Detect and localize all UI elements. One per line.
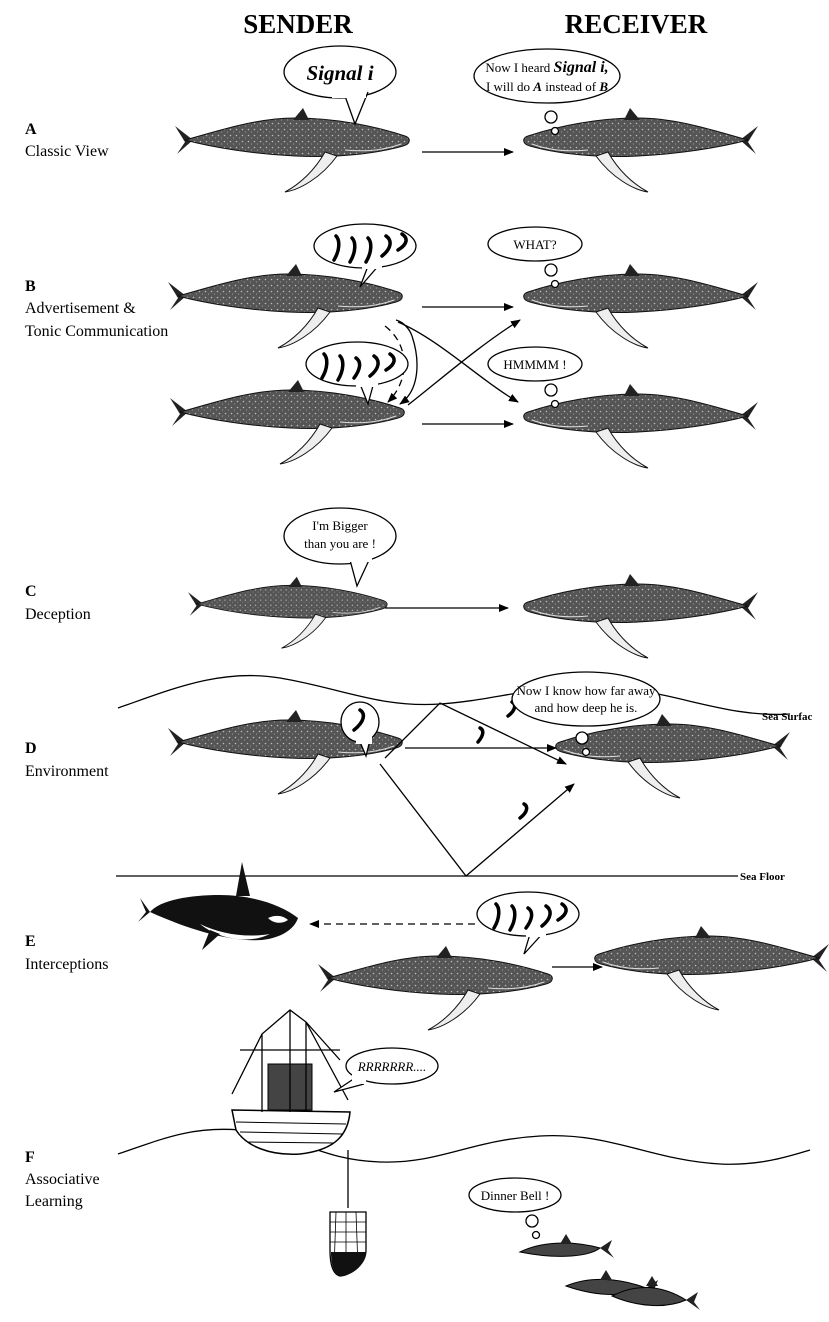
panel-b: B Advertisement & Tonic Communication WH… — [25, 224, 758, 468]
receiver-thought-bubble-1: WHAT? — [488, 227, 582, 288]
panel-a-letter: A — [25, 121, 37, 138]
panel-b-letter: B — [25, 278, 36, 295]
svg-text:I will do A instead of B: I will do A instead of B — [486, 79, 608, 94]
deception-speech-bubble: I'm Bigger than you are ! — [284, 508, 396, 586]
sender-song-bubble — [477, 892, 579, 954]
panel-d-description: Environment — [25, 763, 109, 780]
panel-e: E Interceptions — [25, 862, 829, 1030]
panel-f-letter: F — [25, 1149, 35, 1166]
fishing-net-illustration — [330, 1212, 366, 1276]
deception-bubble-line1: I'm Bigger — [312, 518, 368, 533]
panel-c-letter: C — [25, 583, 37, 600]
dolphin-thought-bubble: Dinner Bell ! — [469, 1178, 561, 1239]
boat-noise-bubble: RRRRRRR.... — [334, 1048, 438, 1092]
boat-noise-text: RRRRRRR.... — [357, 1059, 427, 1074]
panel-b-description-line1: Advertisement & — [25, 300, 136, 317]
environment-bubble-line1: Now I know how far away — [517, 683, 656, 698]
dolphin-bubble-text: Dinner Bell ! — [481, 1188, 550, 1203]
panel-d: D Environment Sea Surfac Sea Floor Now I… — [25, 672, 813, 883]
sender-header: SENDER — [243, 9, 353, 39]
panel-a: A Classic View Signal i Now I heard Sign… — [25, 46, 758, 192]
receiver-whale — [595, 926, 829, 1010]
receiver-thought-bubble-2: HMMMM ! — [488, 347, 582, 408]
sea-surface-line — [118, 1129, 810, 1164]
svg-text:Now I heard Signal i,: Now I heard Signal i, — [485, 59, 608, 76]
panel-e-description: Interceptions — [25, 956, 109, 973]
sea-surface-line — [118, 675, 790, 714]
sender-whale-small — [188, 577, 387, 648]
receiver-header: RECEIVER — [565, 9, 708, 39]
panel-e-letter: E — [25, 933, 36, 950]
panel-d-letter: D — [25, 740, 37, 757]
panel-c-description: Deception — [25, 606, 91, 623]
receiver-line1-prefix: Now I heard — [485, 60, 553, 75]
panel-a-description: Classic View — [25, 143, 109, 160]
sender-bubble-text: Signal i — [306, 61, 373, 85]
receiver-line2-prefix: I will do — [486, 79, 533, 94]
sea-floor-label: Sea Floor — [740, 871, 785, 883]
sea-surface-label: Sea Surfac — [762, 711, 813, 723]
panel-c: C Deception I'm Bigger than you are ! — [25, 508, 758, 658]
receiver-bubble-2-text: HMMMM ! — [503, 357, 566, 372]
floor-reflection-path — [380, 764, 574, 876]
receiver-bubble-1-text: WHAT? — [513, 237, 557, 252]
receiver-whale-1 — [524, 264, 758, 348]
panel-f: F Associative Learning RRRRRRR.... — [25, 1010, 810, 1310]
sound-notes — [478, 702, 527, 818]
sender-whale — [318, 946, 552, 1030]
panel-f-description-line2: Learning — [25, 1193, 83, 1210]
sender-whale — [175, 108, 409, 192]
environment-bubble-line2: and how deep he is. — [535, 700, 638, 715]
receiver-line1-signal: Signal i, — [554, 59, 609, 76]
fishing-boat-illustration — [232, 1010, 350, 1154]
receiver-whale-2 — [524, 384, 758, 468]
receiver-whale — [524, 108, 758, 192]
receiver-whale — [556, 714, 790, 798]
deception-bubble-line2: than you are ! — [304, 536, 376, 551]
receiver-whale — [524, 574, 758, 658]
dolphins-illustration — [520, 1234, 700, 1310]
panel-f-description-line1: Associative — [25, 1171, 100, 1188]
panel-b-description-line2: Tonic Communication — [25, 323, 168, 340]
orca-illustration — [138, 862, 298, 950]
